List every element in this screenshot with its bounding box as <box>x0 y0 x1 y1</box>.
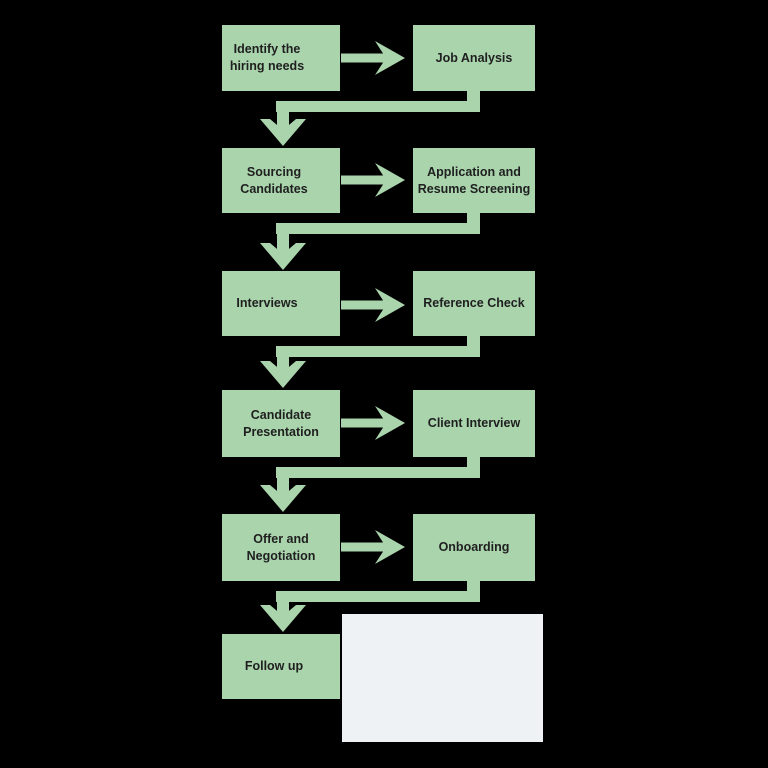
node-label: Candidate Presentation <box>243 407 319 439</box>
node-follow-up: Follow up <box>222 634 340 699</box>
arrow-right-icon <box>341 163 405 197</box>
node-label: Sourcing Candidates <box>240 164 308 196</box>
node-label: Application and Resume Screening <box>417 164 531 196</box>
node-label: Identify the hiring needs <box>229 42 305 73</box>
node-reference-check: Reference Check <box>413 271 535 336</box>
node-label: Interviews <box>236 296 298 310</box>
node-application-resume-screening: Application and Resume Screening <box>413 148 535 213</box>
node-sourcing-candidates: Sourcing Candidates <box>222 148 340 213</box>
elbow-down-arrow-icon <box>260 457 480 512</box>
node-label: Follow up <box>244 659 304 673</box>
arrow-right-icon <box>341 406 405 440</box>
node-candidate-presentation: Candidate Presentation <box>222 390 340 457</box>
elbow-down-arrow-icon <box>260 581 480 632</box>
elbow-down-arrow-icon <box>260 336 480 388</box>
node-interviews: Interviews <box>222 271 340 336</box>
arrow-right-icon <box>341 288 405 322</box>
node-label: Onboarding <box>438 540 510 554</box>
node-identify-hiring-needs: Identify the hiring needs <box>222 25 340 91</box>
arrow-right-icon <box>341 530 405 564</box>
arrow-right-icon <box>341 41 405 75</box>
node-onboarding: Onboarding <box>413 514 535 581</box>
elbow-down-arrow-icon <box>260 91 480 146</box>
note-box <box>342 614 543 742</box>
node-offer-negotiation: Offer and Negotiation <box>222 514 340 581</box>
node-label: Offer and Negotiation <box>246 531 316 563</box>
node-label: Client Interview <box>427 416 521 430</box>
node-label: Reference Check <box>423 296 525 310</box>
node-label: Job Analysis <box>435 50 513 65</box>
node-client-interview: Client Interview <box>413 390 535 457</box>
node-job-analysis: Job Analysis <box>413 25 535 91</box>
elbow-down-arrow-icon <box>260 213 480 270</box>
